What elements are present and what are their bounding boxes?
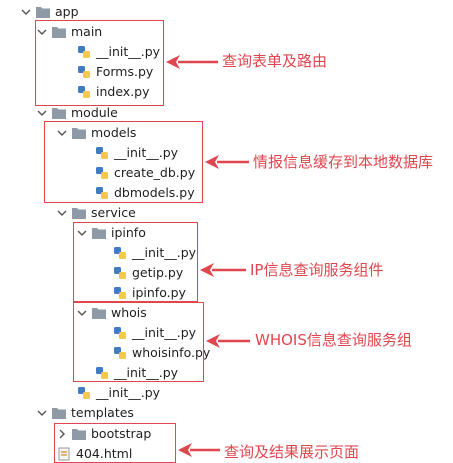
tree-item-label: whoisinfo.py <box>132 345 211 360</box>
annotation-ipinfo: IP信息查询服务组件 <box>250 261 384 279</box>
arrow-left-icon <box>200 263 246 277</box>
tree-item-label: Forms.py <box>96 64 154 79</box>
tree-file-init-ipinfo[interactable]: __init__.py <box>112 244 196 262</box>
python-file-icon <box>76 386 92 400</box>
python-file-icon <box>94 166 110 180</box>
folder-icon <box>51 406 67 420</box>
tree-file-init-service[interactable]: __init__.py <box>94 364 178 382</box>
python-file-icon <box>94 146 110 160</box>
python-file-icon <box>76 65 92 79</box>
tree-file-init-whois[interactable]: __init__.py <box>112 324 196 342</box>
tree-item-label: getip.py <box>132 265 184 280</box>
tree-file-init-module[interactable]: __init__.py <box>76 384 160 402</box>
tree-item-label: bootstrap <box>91 426 152 441</box>
folder-icon <box>71 206 87 220</box>
chevron-down-icon[interactable] <box>36 26 48 38</box>
tree-folder-whois[interactable]: whois <box>76 304 147 322</box>
tree-folder-bootstrap[interactable]: bootstrap <box>56 425 151 443</box>
python-file-icon <box>112 246 128 260</box>
tree-item-label: models <box>91 125 137 140</box>
highlight-box-main <box>35 20 164 106</box>
arrow-left-icon <box>166 55 218 69</box>
tree-file-dbmodels[interactable]: dbmodels.py <box>94 184 195 202</box>
python-file-icon <box>94 186 110 200</box>
tree-item-label: __init__.py <box>132 245 197 260</box>
tree-item-label: __init__.py <box>114 365 179 380</box>
python-file-icon <box>76 85 92 99</box>
tree-file-create-db[interactable]: create_db.py <box>94 164 195 182</box>
tree-item-label: templates <box>71 405 134 420</box>
tree-file-whoisinfo[interactable]: whoisinfo.py <box>112 344 210 362</box>
tree-folder-models[interactable]: models <box>56 124 136 142</box>
tree-item-label: app <box>55 4 79 19</box>
highlight-box-templates <box>54 423 176 463</box>
highlight-box-models <box>44 121 203 203</box>
annotation-templates: 查询及结果展示页面 <box>224 443 360 461</box>
tree-item-label: main <box>71 24 103 39</box>
tree-file-init-main[interactable]: __init__.py <box>76 43 160 61</box>
tree-item-label: ipinfo <box>111 225 146 240</box>
folder-icon <box>71 126 87 140</box>
chevron-down-icon[interactable] <box>56 207 68 219</box>
tree-folder-main[interactable]: main <box>36 23 102 41</box>
python-file-icon <box>112 346 128 360</box>
annotation-main: 查询表单及路由 <box>222 52 328 70</box>
chevron-down-icon[interactable] <box>76 307 88 319</box>
annotation-models: 情报信息缓存到本地数据库 <box>253 153 434 171</box>
highlight-box-whois <box>73 302 204 382</box>
tree-item-label: module <box>71 105 118 120</box>
annotation-whois: WHOIS信息查询服务组 <box>255 331 412 349</box>
arrow-left-icon <box>206 334 250 348</box>
chevron-down-icon[interactable] <box>36 407 48 419</box>
tree-file-getip[interactable]: getip.py <box>112 264 183 282</box>
folder-icon <box>35 5 51 19</box>
tree-file-init-models[interactable]: __init__.py <box>94 144 178 162</box>
folder-icon <box>91 226 107 240</box>
tree-folder-templates[interactable]: templates <box>36 404 134 422</box>
arrow-left-icon <box>178 443 220 457</box>
tree-file-index[interactable]: index.py <box>76 83 150 101</box>
tree-item-label: create_db.py <box>114 165 196 180</box>
tree-item-label: __init__.py <box>96 44 161 59</box>
folder-icon <box>91 306 107 320</box>
chevron-down-icon[interactable] <box>76 227 88 239</box>
folder-icon <box>51 106 67 120</box>
tree-item-label: __init__.py <box>96 385 161 400</box>
tree-folder-ipinfo[interactable]: ipinfo <box>76 224 146 242</box>
highlight-box-ipinfo <box>73 222 198 302</box>
python-file-icon <box>112 266 128 280</box>
arrow-left-icon <box>205 155 249 169</box>
python-file-icon <box>112 326 128 340</box>
chevron-down-icon[interactable] <box>56 127 68 139</box>
tree-item-label: dbmodels.py <box>114 185 195 200</box>
tree-item-label: __init__.py <box>114 145 179 160</box>
python-file-icon <box>94 366 110 380</box>
tree-file-ipinfo[interactable]: ipinfo.py <box>112 284 186 302</box>
tree-item-label: __init__.py <box>132 325 197 340</box>
tree-file-forms[interactable]: Forms.py <box>76 63 153 81</box>
python-file-icon <box>76 45 92 59</box>
python-file-icon <box>112 286 128 300</box>
tree-folder-app[interactable]: app <box>20 3 79 21</box>
chevron-down-icon[interactable] <box>36 107 48 119</box>
tree-item-label: ipinfo.py <box>132 285 186 300</box>
folder-icon <box>51 25 67 39</box>
folder-icon <box>71 427 87 441</box>
tree-folder-module[interactable]: module <box>36 104 118 122</box>
tree-item-label: service <box>91 205 136 220</box>
tree-item-label: whois <box>111 305 147 320</box>
tree-item-label: index.py <box>96 84 150 99</box>
chevron-down-icon[interactable] <box>20 6 32 18</box>
tree-folder-service[interactable]: service <box>56 204 136 222</box>
chevron-right-icon[interactable] <box>56 428 68 440</box>
